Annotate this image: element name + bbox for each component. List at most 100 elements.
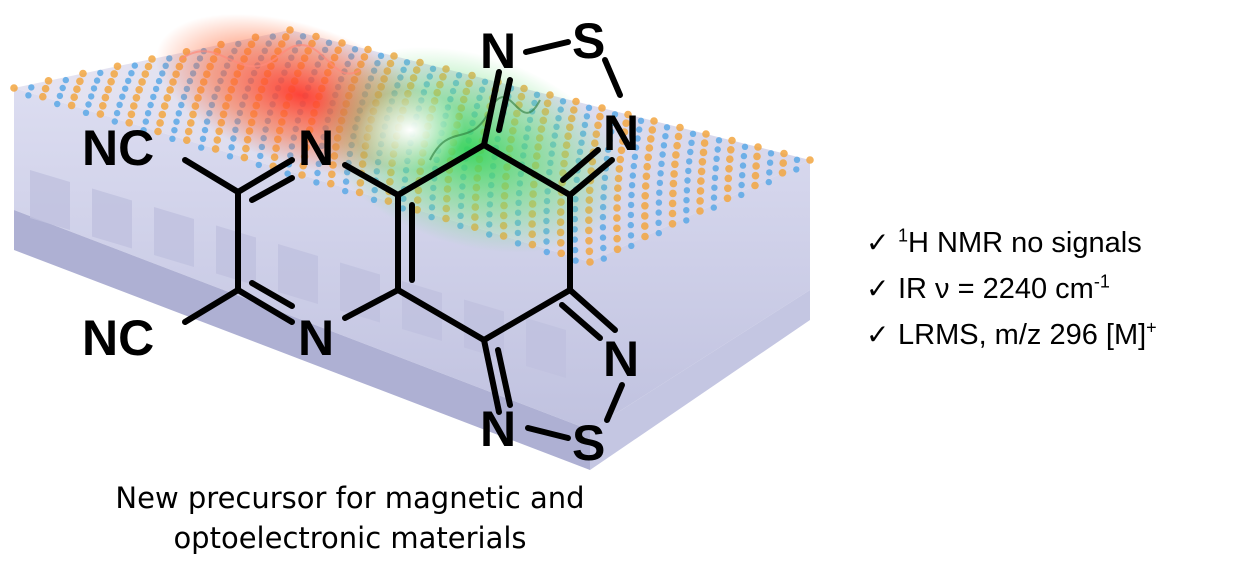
lattice-atom [741, 143, 749, 150]
lattice-atom [313, 179, 320, 186]
lattice-atom [199, 135, 207, 142]
lattice-atom [655, 219, 662, 226]
lattice-atom [10, 84, 18, 92]
lattice-atom [144, 62, 153, 71]
lattice-atom [673, 141, 681, 150]
surface-step [30, 170, 70, 230]
lattice-atom [147, 101, 154, 109]
lattice-atom [101, 93, 110, 102]
lattice-atom [41, 84, 50, 93]
atom-nc-bottom: NC [82, 310, 154, 366]
caption-line-1: New precursor for magnetic and [115, 481, 585, 515]
lattice-atom [683, 197, 690, 204]
checkmark-icon: ✓ [866, 227, 890, 258]
lattice-atom [676, 123, 684, 132]
caption-line-2: optoelectronic materials [173, 521, 527, 555]
lattice-atom [284, 170, 291, 177]
lattice-atom [738, 191, 745, 199]
lattice-atom [228, 144, 235, 151]
lattice-atom [130, 102, 138, 110]
lattice-atom [712, 165, 719, 172]
lattice-atom [609, 119, 617, 127]
lattice-atom [169, 135, 176, 142]
lattice-atom [160, 102, 169, 110]
lattice-atom [659, 151, 666, 158]
lattice-atom [655, 229, 662, 237]
lattice-atom [99, 102, 107, 110]
lattice-atom [655, 199, 663, 206]
surface-step [278, 244, 318, 304]
lattice-atom [650, 117, 658, 125]
lattice-atom [753, 152, 761, 161]
lattice-atom [132, 94, 141, 102]
lattice-atom [669, 189, 677, 198]
lattice-atom [613, 234, 621, 243]
lattice-atom [585, 237, 593, 245]
lattice-atom [724, 174, 733, 183]
lattice-atom [586, 258, 594, 266]
lattice-atom [59, 84, 66, 92]
lattice-atom [670, 170, 678, 178]
lattice-atom [765, 178, 772, 186]
lattice-atom [714, 146, 721, 153]
lattice-atom [154, 127, 162, 136]
lattice-atom [668, 199, 677, 208]
lattice-atom [643, 162, 651, 171]
lattice-atom [630, 162, 637, 170]
lattice-atom [766, 159, 774, 166]
lattice-atom [125, 119, 133, 127]
lattice-atom [342, 187, 349, 195]
lattice-atom [696, 207, 704, 215]
lattice-atom [627, 221, 634, 229]
lattice-atom [713, 155, 720, 162]
lattice-atom [624, 110, 632, 119]
checklist-text: IR ν = 2240 cm [898, 273, 1094, 305]
atom-n-thiadiazole-top-left: N [480, 23, 516, 79]
checkmark-icon: ✓ [866, 319, 890, 350]
lattice-atom [738, 181, 745, 189]
lattice-atom [662, 133, 669, 140]
lattice-atom [598, 104, 606, 112]
lattice-atom [683, 187, 691, 194]
lattice-atom [683, 217, 690, 224]
lattice-atom [39, 92, 47, 101]
atom-s-thiadiazole-bottom: S [572, 415, 605, 471]
checklist-text: H NMR no signals [908, 227, 1142, 259]
lattice-atom [688, 139, 695, 146]
lattice-atom [631, 153, 639, 160]
surface-step [526, 318, 566, 378]
lattice-atom [645, 144, 654, 152]
lattice-atom [25, 92, 32, 99]
lattice-atom [658, 160, 665, 167]
checklist-item-ir: ✓ IR ν = 2240 cm-1 [866, 266, 1236, 312]
lattice-atom [627, 211, 635, 219]
lattice-atom [211, 145, 220, 153]
lattice-atom [683, 207, 690, 214]
lattice-atom [173, 118, 180, 125]
lattice-atom [628, 182, 636, 189]
lattice-atom [56, 92, 64, 100]
lattice-atom [96, 110, 105, 118]
lattice-atom [619, 137, 627, 145]
lattice-atom [113, 109, 121, 117]
lattice-atom [44, 77, 53, 85]
lattice-atom [669, 179, 678, 188]
lattice-atom [611, 111, 619, 118]
lattice-atom [298, 171, 306, 179]
figure-caption: New precursor for magnetic and optoelect… [40, 478, 660, 558]
lattice-atom [140, 127, 147, 134]
lattice-atom [142, 118, 149, 125]
lattice-atom [689, 130, 697, 137]
lattice-atom [131, 62, 138, 69]
lattice-atom [213, 136, 222, 144]
lattice-atom [111, 118, 119, 125]
lattice-atom [113, 62, 122, 71]
lattice-atom [700, 139, 709, 147]
lattice-atom [778, 169, 787, 177]
lattice-atom [138, 78, 146, 86]
lattice-atom [28, 84, 35, 91]
lattice-atom [73, 85, 81, 93]
lattice-atom [641, 212, 649, 220]
lattice-atom [628, 191, 635, 199]
lattice-atom [627, 201, 635, 209]
